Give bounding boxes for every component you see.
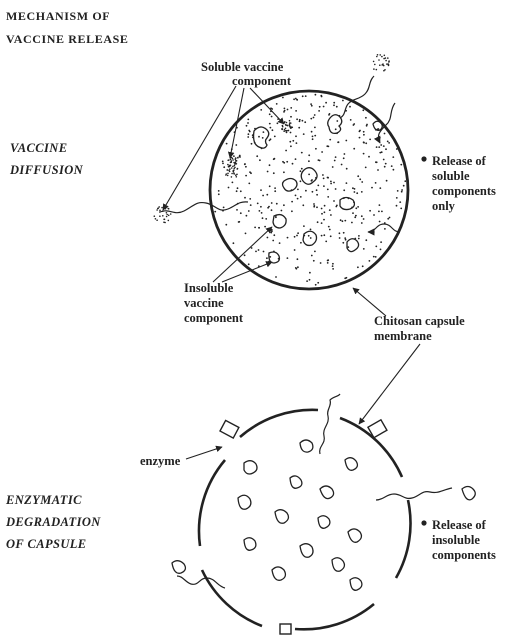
enzyme-rects	[220, 420, 387, 634]
release-soluble-bullet	[421, 156, 426, 161]
soluble-pointer-arrows	[163, 86, 284, 210]
enzyme-pointer-arrow	[186, 447, 222, 459]
capsule-top-dots	[214, 94, 406, 286]
membrane-pointer-arrows	[353, 288, 420, 424]
soluble-clusters	[154, 54, 390, 223]
capsule-bottom-membrane-arcs	[199, 410, 411, 629]
capsule-bottom-insoluble-blobs	[172, 440, 475, 590]
release-insoluble-bullet	[421, 520, 426, 525]
degradation-wavy-paths	[177, 394, 452, 588]
